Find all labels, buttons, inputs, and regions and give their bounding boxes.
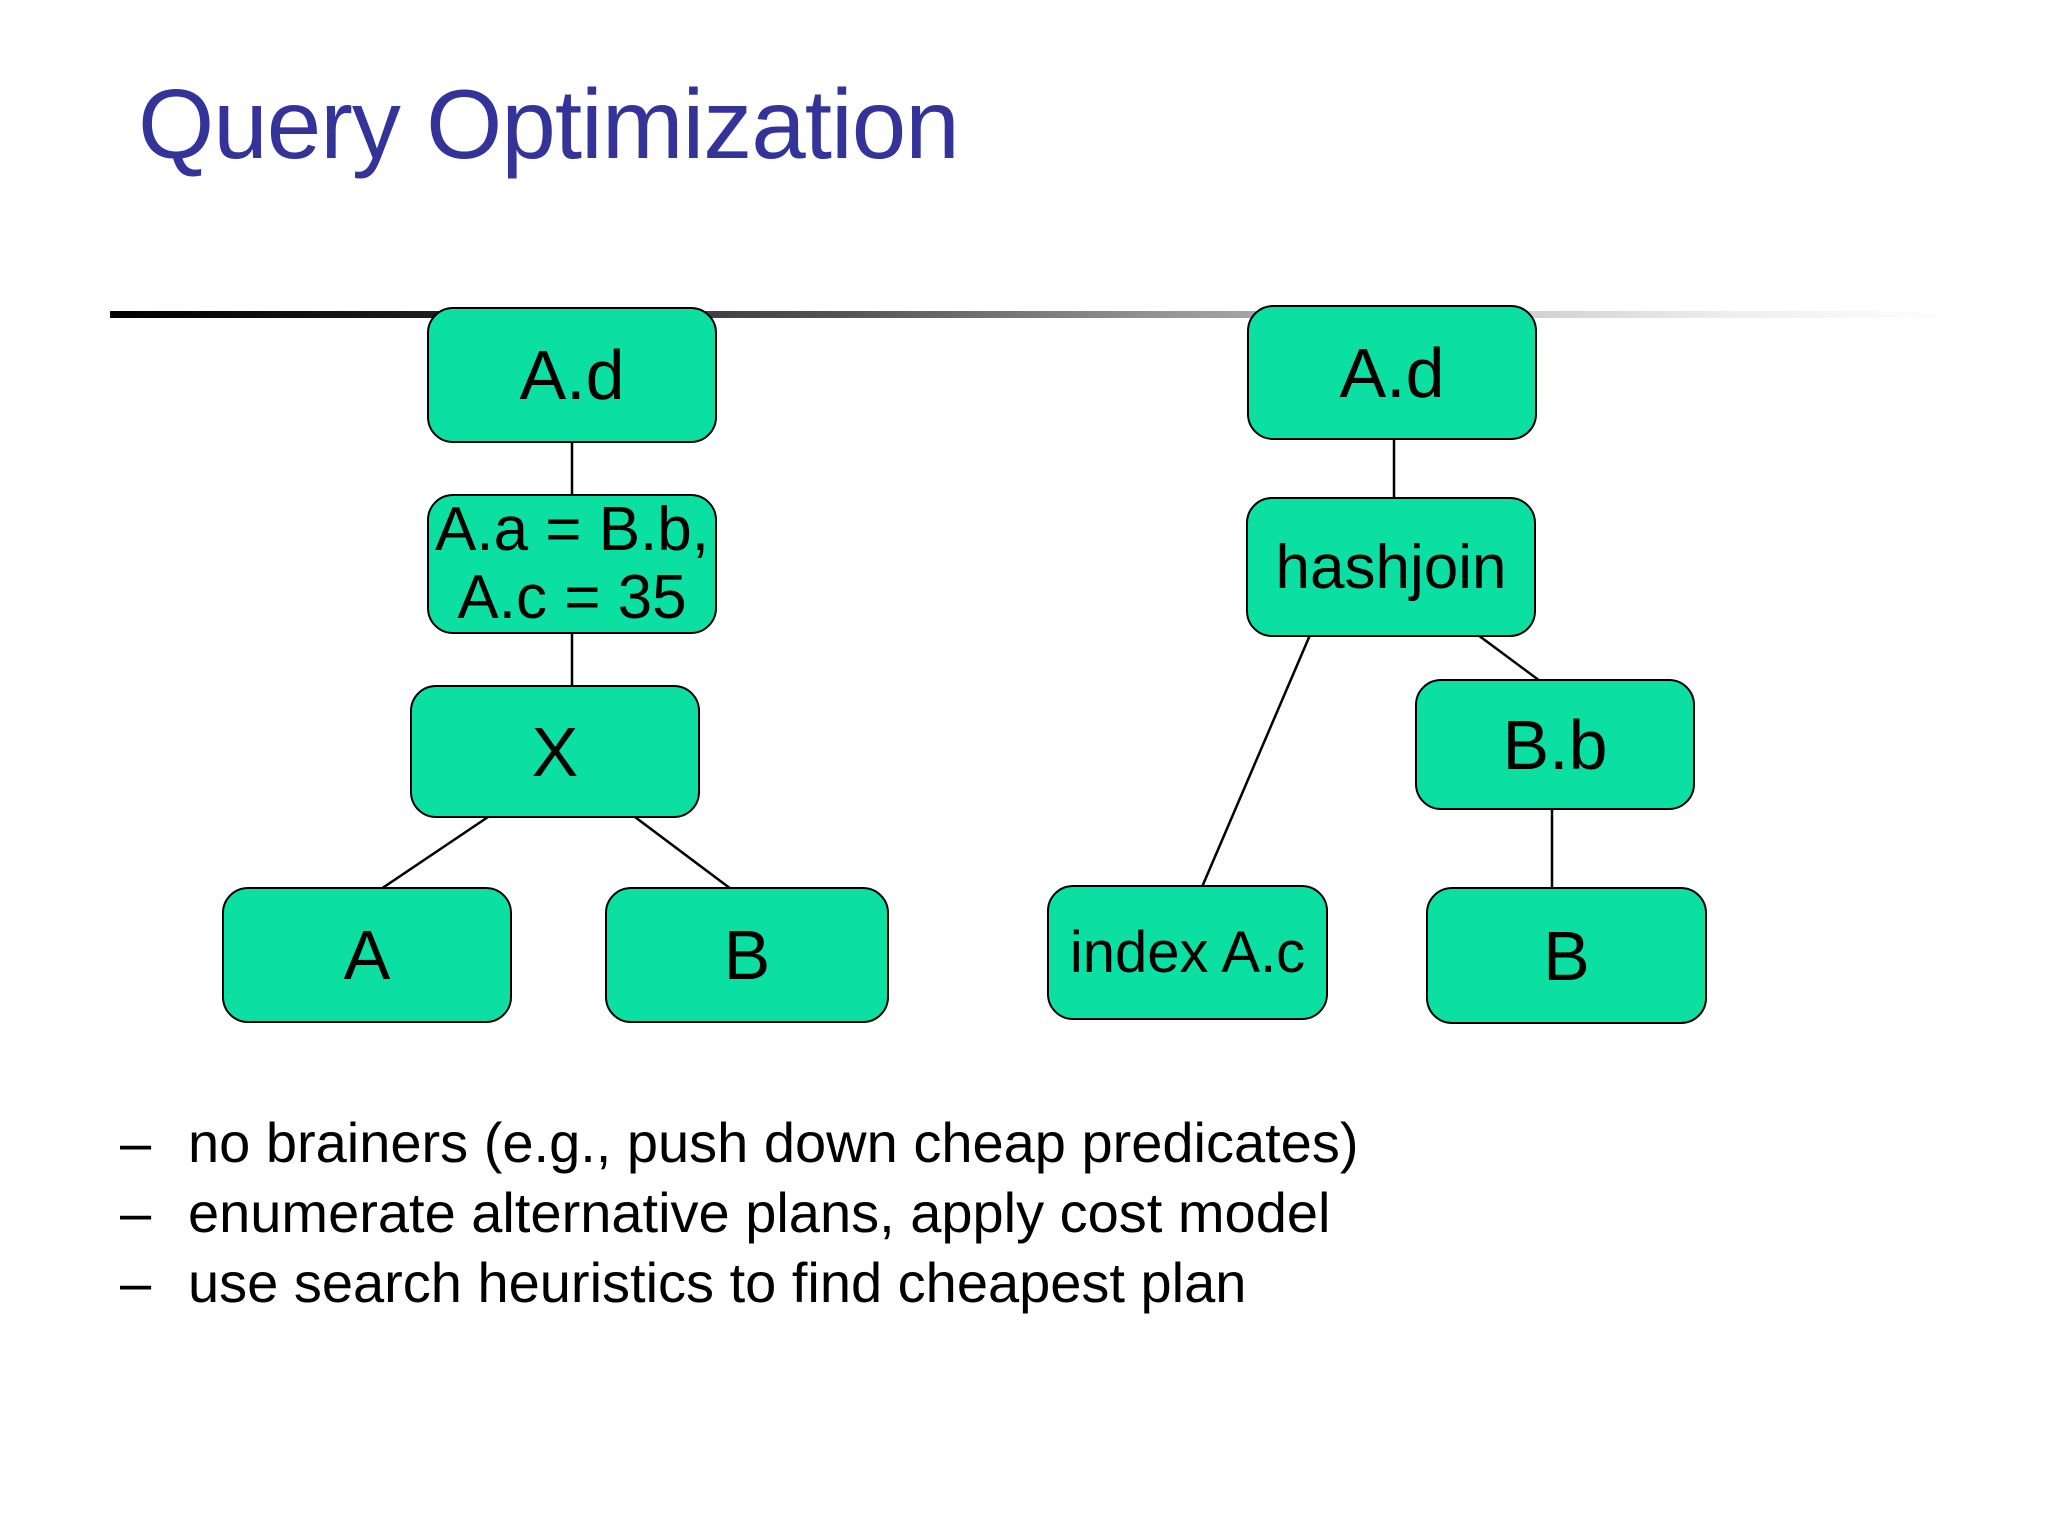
bullet-dash: – [120, 1251, 152, 1314]
tree-edge [634, 816, 732, 890]
bullet-dash: – [120, 1181, 152, 1244]
node-label: A.d [1339, 333, 1445, 412]
bullet-text: use search heuristics to find cheapest p… [188, 1251, 1247, 1314]
node-label: A.d [519, 336, 625, 414]
title-separator-line [110, 311, 1960, 318]
bullet-dash: – [120, 1111, 152, 1174]
node-label: A [343, 916, 391, 994]
bullet-item: – use search heuristics to find cheapest… [120, 1248, 1358, 1318]
tree-edge [1200, 634, 1312, 888]
tree-edge [380, 815, 489, 891]
right-tree-root-node: A.d [1247, 305, 1537, 440]
right-tree-bb-node: B.b [1415, 679, 1695, 810]
node-label: X [531, 712, 579, 791]
node-label: B.b [1502, 705, 1608, 784]
node-label: index A.c [1069, 920, 1306, 985]
left-tree-predicate-node: A.a = B.b, A.c = 35 [427, 494, 717, 634]
bullet-text: no brainers (e.g., push down cheap predi… [188, 1111, 1359, 1174]
left-tree-root-node: A.d [427, 307, 717, 443]
node-label: B [1543, 916, 1590, 995]
right-tree-leaf-b-node: B [1426, 887, 1707, 1024]
right-tree-hashjoin-node: hashjoin [1246, 497, 1536, 637]
bullet-list: – no brainers (e.g., push down cheap pre… [120, 1108, 1358, 1318]
right-tree-index-node: index A.c [1047, 885, 1328, 1020]
left-tree-leaf-a-node: A [222, 887, 512, 1023]
left-tree-join-node: X [410, 685, 700, 818]
node-label-line1: A.a = B.b, [434, 495, 709, 564]
node-label: B [723, 916, 771, 994]
bullet-item: – enumerate alternative plans, apply cos… [120, 1178, 1358, 1248]
left-tree-leaf-b-node: B [605, 887, 889, 1023]
node-label-line2: A.c = 35 [457, 563, 687, 632]
tree-edge [1477, 633, 1541, 683]
node-label: hashjoin [1275, 532, 1507, 602]
bullet-item: – no brainers (e.g., push down cheap pre… [120, 1108, 1358, 1178]
page-title: Query Optimization [138, 69, 960, 179]
bullet-text: enumerate alternative plans, apply cost … [188, 1181, 1331, 1244]
